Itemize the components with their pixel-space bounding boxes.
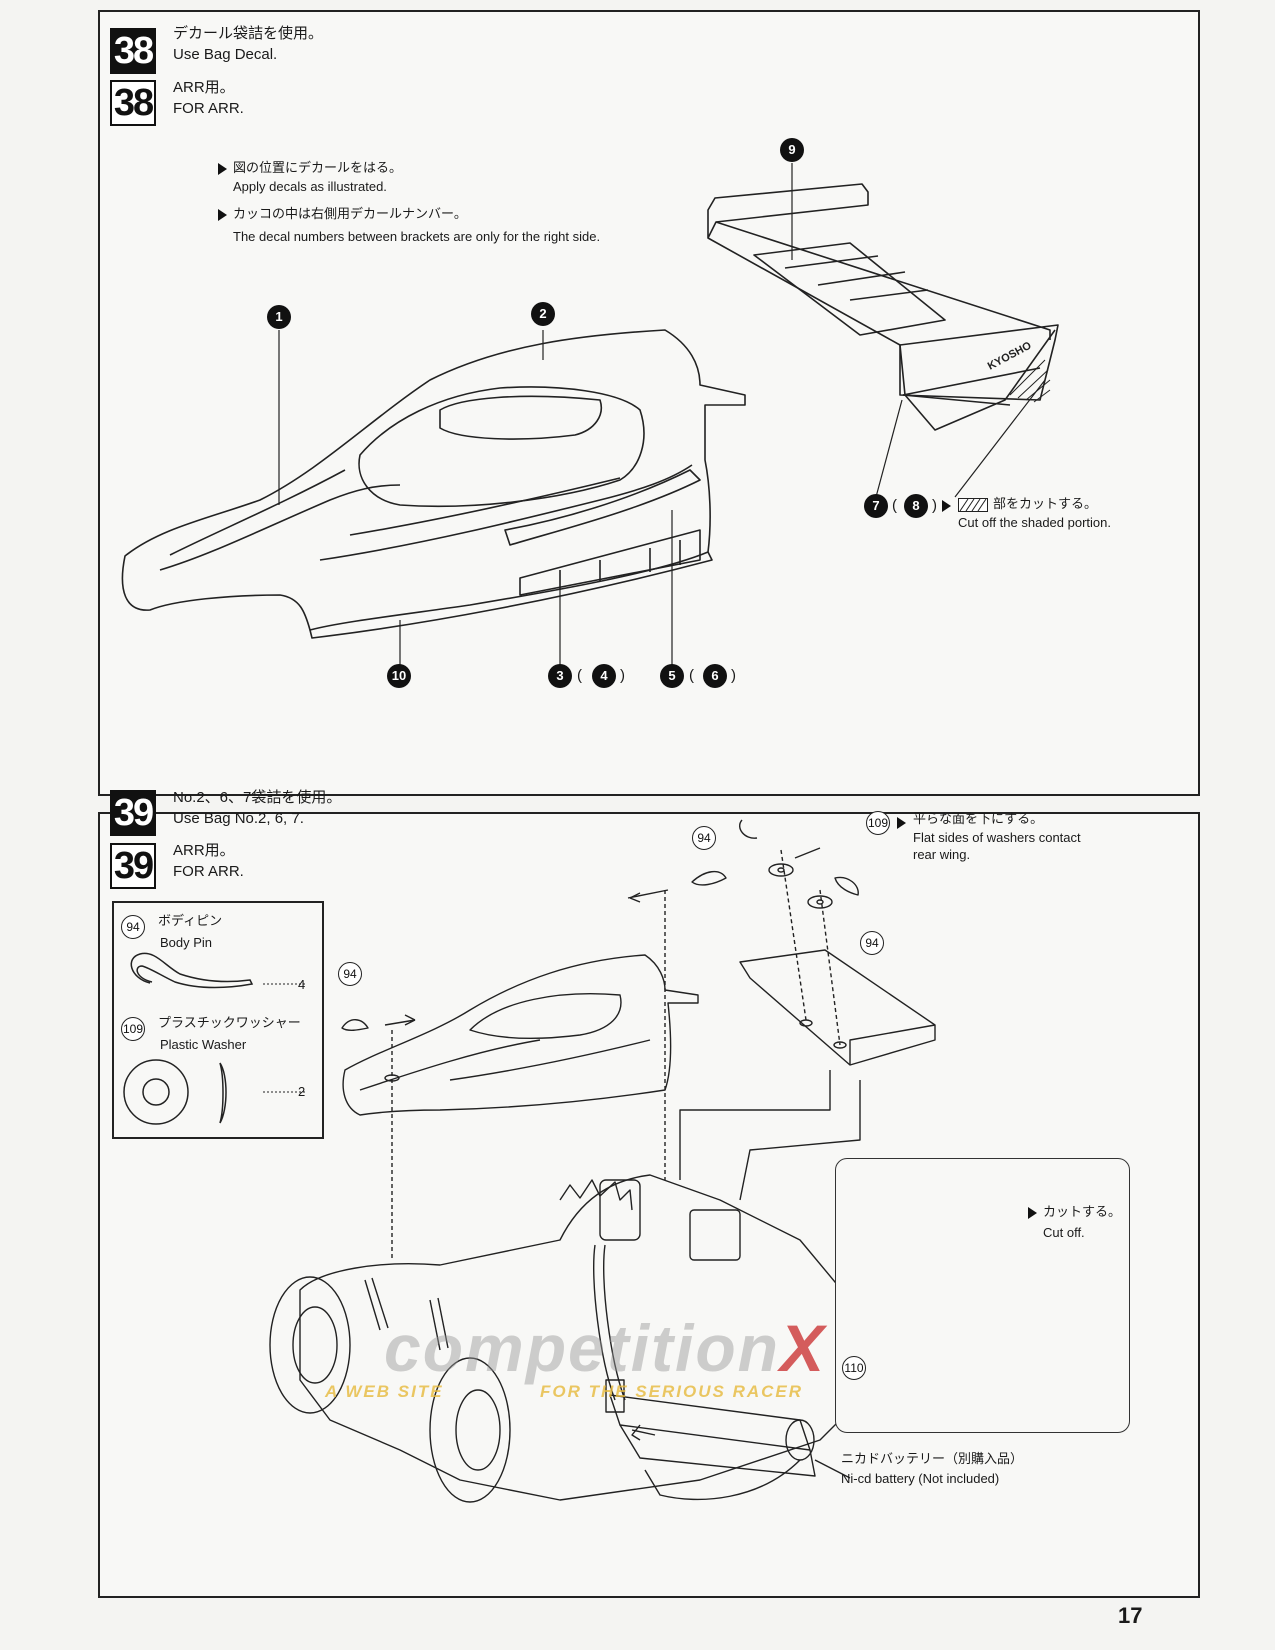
note-brackets-en: The decal numbers between brackets are o… [233,229,601,244]
paren-open: ( [892,497,897,514]
step-39-arr-badge: 39 [110,843,156,889]
step-38-jp-instruction: デカール袋詰を使用。 [173,25,324,42]
washer-en: Plastic Washer [160,1037,247,1052]
part-110-label: 110 [842,1356,866,1380]
decal-callout-2: 2 [531,302,555,326]
step-39-en-instruction: Use Bag No.2, 6, 7. [173,810,304,827]
body-pin-en: Body Pin [160,935,213,950]
body-shell-illustration: KYOSHO [121,163,1059,668]
watermark-logo: competitionX [383,1311,827,1385]
note-apply-decals-en: Apply decals as illustrated. [233,179,387,194]
note-apply-decals-jp: 図の位置にデカールをはる。 [233,160,403,175]
step-38-badge: 38 [110,28,156,74]
body-pin-quantity: 4 [298,977,306,992]
battery-label-en: Ni-cd battery (Not included) [841,1471,1000,1486]
decal-callout-10: 10 [387,664,411,688]
pointer-triangle-icon [1028,1207,1037,1219]
decal-callout-1: 1 [267,305,291,329]
cut-detail-inset [835,1158,1130,1433]
step-38-arr-en: FOR ARR. [173,100,244,117]
watermark-tagline-left: A WEB SITE [325,1382,444,1401]
step-39-arr-jp: ARR用。 [173,842,235,859]
body-pin-part-number: 94 [121,915,145,939]
paren-close: ) [932,497,937,514]
body-pin-icon [130,952,305,989]
cut-shaded-jp: 部をカットする。 [993,496,1098,511]
decal-callout-3: 3 [548,664,572,688]
body-pin-label: 94 [860,931,884,955]
battery-label-jp: ニカドバッテリー（別購入品） [841,1451,1024,1466]
step-39-jp-instruction: No.2、6、7袋詰を使用。 [173,789,342,806]
body-pin-label: 94 [338,962,362,986]
washer-jp: プラスチックワッシャー [158,1015,301,1030]
decal-callout-6: 6 [703,664,727,688]
step-38-arr-badge: 38 [110,80,156,126]
page-number: 17 [1118,1603,1143,1628]
pointer-triangle-icon [218,163,227,175]
parts-legend [112,901,324,1139]
washer-note-en-1: Flat sides of washers contact [913,830,1081,845]
paren-close: ) [620,667,625,684]
decal-callout-8: 8 [904,494,928,518]
decal-callout-7: 7 [864,494,888,518]
plastic-washer-icon [123,1059,305,1125]
step-38-arr-jp: ARR用。 [173,79,235,96]
watermark-tagline-right: FOR THE SERIOUS RACER [540,1382,804,1401]
body-pin-label: 94 [692,826,716,850]
step-39-arr-en: FOR ARR. [173,863,244,880]
decal-callout-9: 9 [780,138,804,162]
pointer-triangle-icon [218,209,227,221]
washer-quantity: 2 [298,1084,306,1099]
shaded-area-swatch-icon [958,498,988,512]
washer-note-en-2: rear wing. [913,847,971,862]
step-39-badge: 39 [110,790,156,836]
inset-cut-jp: カットする。 [1043,1204,1122,1219]
decal-callout-5: 5 [660,664,684,688]
washer-note-part-number: 109 [866,811,890,835]
washer-note-jp: 平らな面を下にする。 [913,811,1044,826]
step-38-en-instruction: Use Bag Decal. [173,46,278,63]
note-brackets-jp: カッコの中は右側用デカールナンバー。 [233,206,467,221]
cut-shaded-en: Cut off the shaded portion. [958,515,1111,530]
step-38-panel [98,10,1200,796]
paren-close: ) [731,667,736,684]
washer-part-number: 109 [121,1017,145,1041]
body-pin-jp: ボディピン [158,913,223,928]
paren-open: ( [689,667,694,684]
decal-callout-4: 4 [592,664,616,688]
pointer-triangle-icon [897,817,906,829]
inset-cut-en: Cut off. [1043,1225,1085,1240]
paren-open: ( [577,667,582,684]
pointer-triangle-icon [942,500,951,512]
